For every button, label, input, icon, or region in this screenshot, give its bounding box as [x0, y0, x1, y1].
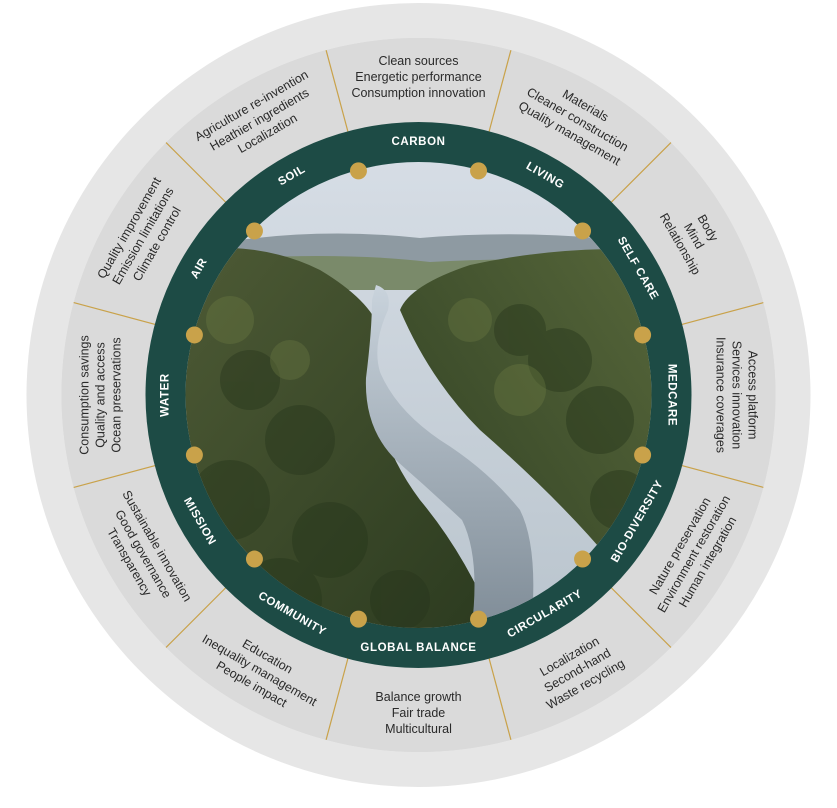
- segment-line: Clean sources: [379, 54, 459, 68]
- ring-dot: [185, 446, 203, 464]
- ring-dot: [634, 326, 652, 344]
- ring-label-medcare: MEDCARE: [666, 364, 678, 426]
- river-valley-photo: [185, 162, 652, 628]
- segment-carbon: [326, 38, 511, 132]
- segment-line: Access platform: [746, 351, 760, 440]
- segment-community: [166, 588, 348, 740]
- segment-line: Balance growth: [375, 690, 461, 704]
- segment-line: Fair trade: [392, 706, 446, 720]
- ring-dot: [574, 222, 592, 240]
- segment-medcare: [682, 302, 776, 488]
- ring-dot: [634, 446, 652, 464]
- segment-line: Multicultural: [385, 722, 452, 736]
- segment-global-balance: [326, 658, 511, 752]
- ring-dot: [349, 610, 367, 628]
- ring-dot: [574, 550, 592, 568]
- segment-self-care: [611, 142, 764, 325]
- ring-label-water: WATER: [160, 373, 172, 417]
- ring-dot: [470, 162, 488, 180]
- ring-dot: [245, 222, 263, 240]
- segment-bio-diversity: [611, 465, 764, 648]
- segment-line: Consumption innovation: [351, 86, 485, 100]
- segment-sectors: [61, 38, 776, 752]
- segment-circularity: [489, 588, 671, 740]
- ring-dot: [185, 326, 203, 344]
- segment-water: [61, 302, 155, 488]
- ring-dot: [349, 162, 367, 180]
- segment-line: Services innovation: [730, 341, 744, 449]
- segment-line: Ocean preservations: [110, 337, 124, 452]
- segment-living: [489, 50, 671, 202]
- ring-dot: [470, 610, 488, 628]
- segment-line: Energetic performance: [355, 70, 482, 84]
- ring-dots: [185, 162, 652, 628]
- segment-soil: [166, 50, 348, 202]
- segment-line: Consumption savings: [78, 335, 92, 455]
- segment-air: [73, 142, 226, 325]
- ring-label-global-balance: GLOBAL BALANCE: [360, 642, 476, 654]
- ring-label-carbon: CARBON: [391, 136, 445, 148]
- segment-line: Quality and access: [94, 342, 108, 448]
- segment-mission: [73, 465, 226, 648]
- segment-line: Insurance coverages: [714, 337, 728, 453]
- ring-dot: [245, 550, 263, 568]
